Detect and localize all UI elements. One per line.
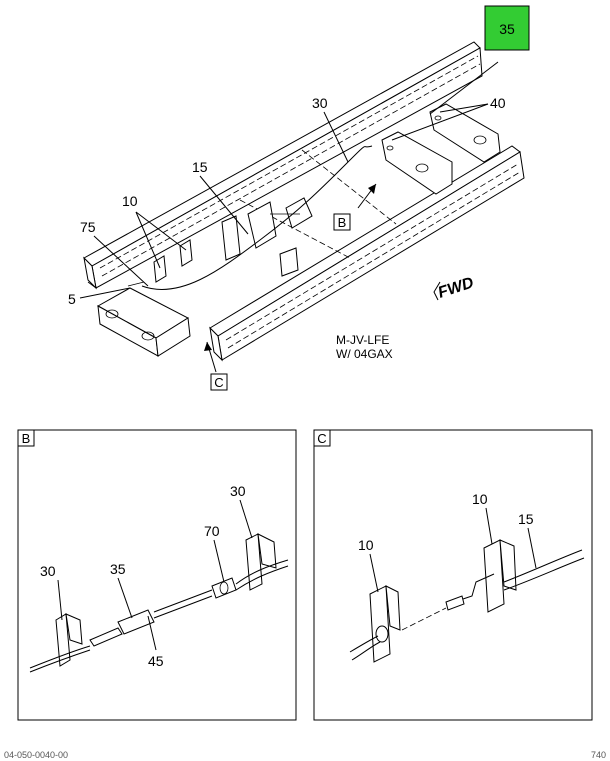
detail-c-frame <box>313 429 593 721</box>
leader-35 <box>117 577 133 619</box>
highlight-box <box>484 5 530 51</box>
detail-b-label-box <box>17 429 35 447</box>
callout-15: 15 <box>192 159 208 175</box>
callout-5: 5 <box>68 291 76 307</box>
bracket-30-left-flange <box>65 613 83 645</box>
callout-c-10-right: 10 <box>472 491 488 507</box>
bracket-30-right-flange <box>257 533 277 569</box>
cable-right-outer <box>235 565 289 591</box>
detail-b-frame <box>17 429 297 721</box>
leader-45 <box>147 615 157 651</box>
bracket-10-a <box>153 255 167 283</box>
callout-35: 35 <box>499 21 515 37</box>
fwd-label: FWD <box>436 274 476 302</box>
part-35 <box>117 609 155 635</box>
center-bracket-assembly <box>221 197 313 277</box>
model-note-line1: M-JV-LFE <box>336 333 389 347</box>
fitting-35-left <box>89 627 123 647</box>
cable-35 <box>141 145 373 291</box>
leader-c-10-right <box>485 507 493 545</box>
main-view: 35 40 30 15 10 75 5 B C FWD M-JV-LFE W/ … <box>68 5 530 391</box>
footer-ref: 04-050-0040-00 <box>4 750 68 760</box>
view-arrow-b <box>357 183 377 209</box>
connector <box>375 625 389 643</box>
leader-30-left <box>57 579 63 621</box>
bracket-10-b <box>179 239 193 267</box>
cable-left <box>29 645 91 669</box>
crossmember-bracket-front <box>381 103 501 195</box>
detail-view-b: B 30 35 45 70 30 <box>17 429 297 721</box>
callout-b-45: 45 <box>148 653 164 669</box>
leader-lines <box>79 61 499 299</box>
alignment-line <box>401 607 447 631</box>
rod-fitting <box>445 595 465 611</box>
callout-b-70: 70 <box>204 523 220 539</box>
cable-15-outer <box>503 557 585 591</box>
view-ref-label-b: B <box>338 215 347 230</box>
view-ref-box-c <box>210 373 228 391</box>
cable-left-c-outer <box>351 641 381 661</box>
detail-c-label: C <box>317 431 326 446</box>
view-arrow-c <box>204 341 217 373</box>
fwd-arrow-icon <box>433 281 441 301</box>
leader-c-15 <box>527 527 537 569</box>
cable-end-5 <box>127 281 145 287</box>
rod-45-edge <box>153 595 213 619</box>
bracket-30-left <box>55 613 71 667</box>
model-note-line2: W/ 04GAX <box>336 347 393 361</box>
leader-30-right <box>239 499 253 539</box>
leader-70 <box>213 539 225 583</box>
callout-10: 10 <box>122 193 138 209</box>
cable-left-c <box>349 635 379 653</box>
cable-right <box>235 559 289 585</box>
callout-30: 30 <box>312 95 328 111</box>
view-ref-box-b <box>333 213 351 231</box>
callout-b-30-right: 30 <box>230 483 246 499</box>
bent-rod <box>459 573 495 601</box>
callout-c-15: 15 <box>518 511 534 527</box>
detail-b-label: B <box>22 431 31 446</box>
bracket-10-right <box>483 539 505 613</box>
view-ref-label-c: C <box>214 375 223 390</box>
bracket-30-right <box>245 533 263 591</box>
detail-c-label-box <box>313 429 331 447</box>
detail-view-c: C 10 10 15 <box>313 429 593 721</box>
bracket-10-left-flange <box>385 585 401 631</box>
rear-crossmember <box>96 287 191 357</box>
rod-45 <box>153 589 213 613</box>
callout-b-35: 35 <box>110 561 126 577</box>
cable-left-outer <box>29 649 91 673</box>
footer-page: 740 <box>591 750 606 760</box>
leader-c-10-left <box>369 553 379 593</box>
forward-indicator: FWD <box>433 274 476 302</box>
crossmember-line <box>301 149 397 225</box>
bracket-10-right-flange <box>499 539 517 591</box>
callout-40: 40 <box>490 95 506 111</box>
callout-b-30-left: 30 <box>40 563 56 579</box>
upper-frame-rail <box>83 41 483 290</box>
lower-frame-rail <box>209 145 525 362</box>
callout-75: 75 <box>80 219 96 235</box>
callout-c-10-left: 10 <box>358 537 374 553</box>
cable-15 <box>503 549 583 583</box>
